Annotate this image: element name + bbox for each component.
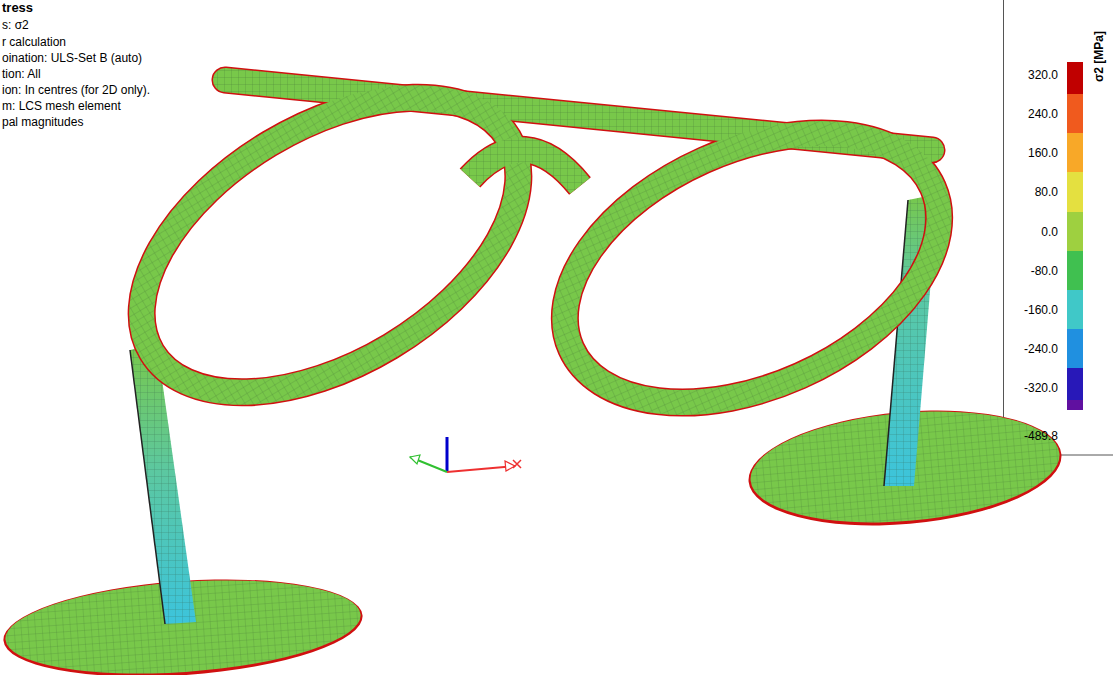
scale-value: 320.0 <box>1028 68 1058 82</box>
scale-value: 160.0 <box>1028 146 1058 160</box>
scale-value: 240.0 <box>1028 107 1058 121</box>
scale-swatch <box>1067 133 1083 173</box>
scale-swatch <box>1067 329 1083 369</box>
leg <box>130 194 938 624</box>
panel-line: m: LCS mesh element <box>2 99 121 113</box>
scale-swatch <box>1067 62 1083 95</box>
scale-swatch <box>1067 290 1083 330</box>
scale-value: -80.0 <box>1031 264 1058 278</box>
scale-value: -320.0 <box>1024 381 1058 395</box>
panel-line: r calculation <box>2 35 66 49</box>
panel-line: tion: All <box>2 67 41 81</box>
scale-swatch <box>1067 368 1083 400</box>
panel-line: pal magnitudes <box>2 115 83 129</box>
scale-swatch <box>1067 212 1083 252</box>
panel-line: oination: ULS-Set B (auto) <box>2 51 142 65</box>
scale-swatch <box>1067 172 1083 212</box>
panel-title: tress <box>2 1 33 15</box>
scale-value: -240.0 <box>1024 342 1058 356</box>
panel-line: ion: In centres (for 2D only). <box>2 83 150 97</box>
scale-title: σ2 [MPa] <box>1092 31 1106 82</box>
axis-triad <box>410 437 521 472</box>
scale-swatch <box>1067 251 1083 291</box>
glasses-frame <box>91 37 981 457</box>
scale-swatch <box>1067 94 1083 134</box>
scale-value: -489.8 <box>1024 429 1058 443</box>
scale-value: -160.0 <box>1024 303 1058 317</box>
scale-value: 0.0 <box>1041 225 1058 239</box>
legend-box <box>1004 0 1113 455</box>
panel-line: s: σ2 <box>2 18 29 32</box>
scale-bottom <box>1067 400 1083 410</box>
scale-value: 80.0 <box>1035 185 1058 199</box>
